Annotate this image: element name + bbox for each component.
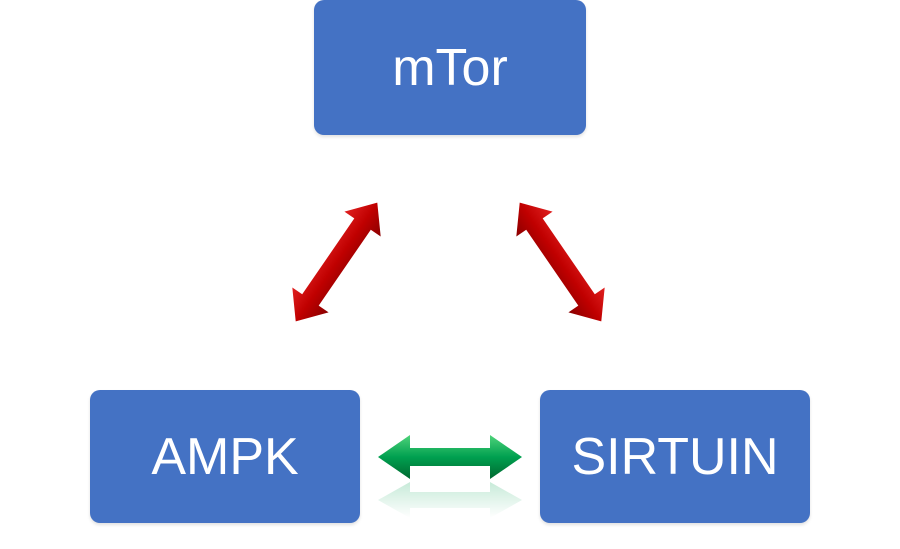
node-ampk: AMPK <box>90 390 360 523</box>
node-sirtuin-label: SIRTUIN <box>571 427 779 486</box>
node-ampk-label: AMPK <box>151 427 299 486</box>
arrow-mtor-sirtuin <box>516 202 605 322</box>
node-mtor-label: mTor <box>392 38 508 97</box>
arrow-reflection <box>378 482 522 518</box>
node-sirtuin: SIRTUIN <box>540 390 810 523</box>
arrow-mtor-ampk <box>292 202 381 322</box>
arrow-ampk-sirtuin <box>378 435 522 518</box>
node-mtor: mTor <box>314 0 586 135</box>
